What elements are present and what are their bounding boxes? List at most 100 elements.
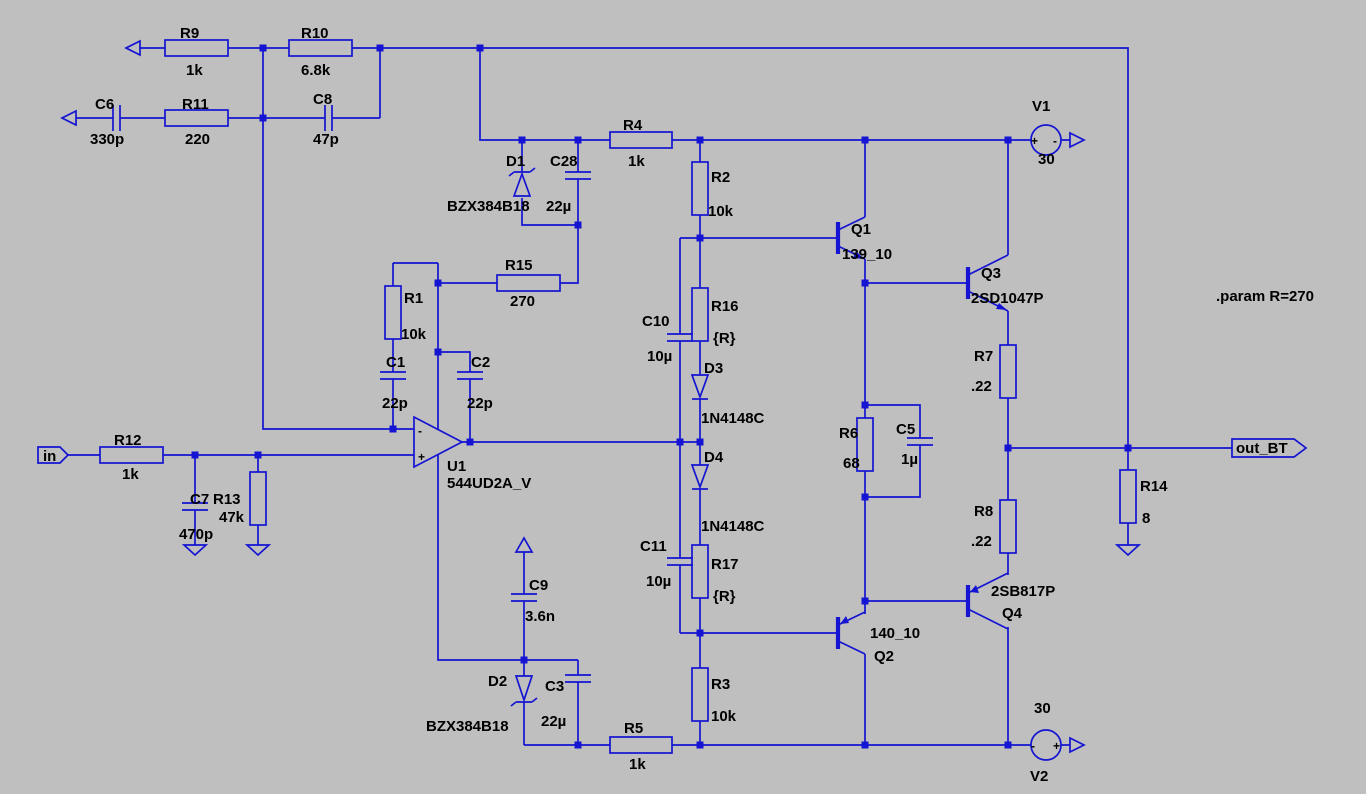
R13-value[interactable]: 47k xyxy=(219,509,245,526)
R8-value[interactable]: .22 xyxy=(971,533,992,550)
resistor-R17[interactable]: R17 {R} xyxy=(691,544,739,605)
pnp-transistor-Q4[interactable]: 2SB817P Q4 xyxy=(965,572,1055,630)
capacitor-C10[interactable]: C10 10µ xyxy=(642,313,693,365)
R7-value[interactable]: .22 xyxy=(971,378,992,395)
C8-value[interactable]: 47p xyxy=(313,131,339,148)
wires[interactable] xyxy=(68,47,1232,746)
C9-label[interactable]: C9 xyxy=(529,577,548,594)
R3-label[interactable]: R3 xyxy=(711,676,730,693)
R1-value[interactable]: 10k xyxy=(401,326,427,343)
port-flag-v1-right[interactable] xyxy=(1069,131,1086,149)
C7-label[interactable]: C7 xyxy=(190,491,209,508)
R16-value[interactable]: {R} xyxy=(713,330,736,347)
Q4-value[interactable]: 2SB817P xyxy=(991,583,1055,600)
R3-value[interactable]: 10k xyxy=(711,708,737,725)
C28-value[interactable]: 22µ xyxy=(546,198,571,215)
Q2-label[interactable]: Q2 xyxy=(874,648,894,665)
C6-label[interactable]: C6 xyxy=(95,96,114,113)
resistor-R4[interactable]: R4 1k xyxy=(609,117,673,170)
V1-value[interactable]: 30 xyxy=(1038,151,1055,168)
Q3-value[interactable]: 2SD1047P xyxy=(971,290,1044,307)
C1-value[interactable]: 22p xyxy=(382,395,408,412)
C11-label[interactable]: C11 xyxy=(640,538,667,555)
R2-label[interactable]: R2 xyxy=(711,169,730,186)
Q1-value[interactable]: 139_10 xyxy=(842,246,892,263)
D4-value[interactable]: 1N4148C xyxy=(701,518,765,535)
capacitor-C8[interactable]: C8 47p xyxy=(313,91,339,148)
C6-value[interactable]: 330p xyxy=(90,131,124,148)
output-port-label[interactable]: out_BT xyxy=(1236,440,1288,457)
D2-value[interactable]: BZX384B18 xyxy=(426,718,509,735)
resistor-R1[interactable]: R1 10k xyxy=(384,285,427,343)
input-port-label[interactable]: in xyxy=(43,448,56,465)
D4-label[interactable]: D4 xyxy=(704,449,724,466)
opamp-U1[interactable]: - + U1 544UD2A_V xyxy=(413,415,531,492)
capacitor-C3[interactable]: C3 22µ xyxy=(541,674,591,730)
U1-value[interactable]: 544UD2A_V xyxy=(447,475,531,492)
R6-label[interactable]: R6 xyxy=(839,425,858,442)
R12-label[interactable]: R12 xyxy=(114,432,142,449)
R10-label[interactable]: R10 xyxy=(301,25,329,42)
pnp-transistor-Q2[interactable]: 140_10 Q2 xyxy=(835,611,920,665)
voltage-source-V2[interactable]: - + 30 V2 xyxy=(1030,700,1062,785)
R9-label[interactable]: R9 xyxy=(180,25,199,42)
C3-value[interactable]: 22µ xyxy=(541,713,566,730)
R4-value[interactable]: 1k xyxy=(628,153,645,170)
V1-label[interactable]: V1 xyxy=(1032,98,1050,115)
D3-label[interactable]: D3 xyxy=(704,360,723,377)
R13-label[interactable]: R13 xyxy=(213,491,241,508)
R5-label[interactable]: R5 xyxy=(624,720,643,737)
R11-label[interactable]: R11 xyxy=(182,96,209,113)
resistor-R2[interactable]: R2 10k xyxy=(691,161,734,220)
R16-label[interactable]: R16 xyxy=(711,298,739,315)
resistor-R11[interactable]: R11 220 xyxy=(164,96,229,148)
ground-symbol-r13[interactable] xyxy=(244,544,272,557)
R17-value[interactable]: {R} xyxy=(713,588,736,605)
diode-D3[interactable]: D3 1N4148C xyxy=(690,360,765,427)
capacitor-C1[interactable]: C1 22p xyxy=(380,354,408,412)
C28-label[interactable]: C28 xyxy=(550,153,578,170)
capacitor-C2[interactable]: C2 22p xyxy=(457,354,493,412)
capacitor-C6[interactable]: C6 330p xyxy=(90,96,124,148)
input-port[interactable]: in xyxy=(37,446,70,465)
resistor-R5[interactable]: R5 1k xyxy=(609,720,673,773)
D2-label[interactable]: D2 xyxy=(488,673,507,690)
D3-value[interactable]: 1N4148C xyxy=(701,410,765,427)
R7-label[interactable]: R7 xyxy=(974,348,993,365)
capacitor-C28[interactable]: C28 22µ xyxy=(546,153,591,215)
capacitor-C7[interactable]: C7 470p xyxy=(179,491,213,543)
Q4-label[interactable]: Q4 xyxy=(1002,605,1023,622)
Q2-value[interactable]: 140_10 xyxy=(870,625,920,642)
spice-directive[interactable]: .param R=270 xyxy=(1216,288,1314,305)
zener-diode-D1[interactable]: D1 BZX384B18 xyxy=(447,153,536,215)
D1-label[interactable]: D1 xyxy=(506,153,525,170)
R4-label[interactable]: R4 xyxy=(623,117,643,134)
C10-label[interactable]: C10 xyxy=(642,313,670,330)
npn-transistor-Q1[interactable]: Q1 139_10 xyxy=(835,216,892,263)
Q3-label[interactable]: Q3 xyxy=(981,265,1001,282)
R6-value[interactable]: 68 xyxy=(843,455,860,472)
resistor-R16[interactable]: R16 {R} xyxy=(691,287,739,347)
resistor-R13[interactable]: R13 47k xyxy=(213,471,267,526)
npn-transistor-Q3[interactable]: Q3 2SD1047P xyxy=(965,254,1044,312)
diode-D4[interactable]: D4 1N4148C xyxy=(690,449,765,535)
C3-label[interactable]: C3 xyxy=(545,678,564,695)
R17-label[interactable]: R17 xyxy=(711,556,739,573)
V2-label[interactable]: V2 xyxy=(1030,768,1048,785)
R11-value[interactable]: 220 xyxy=(185,131,210,148)
resistor-R15[interactable]: R15 270 xyxy=(496,257,561,310)
output-port[interactable]: out_BT xyxy=(1231,438,1308,458)
resistor-R7[interactable]: R7 .22 xyxy=(971,344,1017,399)
C10-value[interactable]: 10µ xyxy=(647,348,672,365)
Q1-label[interactable]: Q1 xyxy=(851,221,871,238)
U1-label[interactable]: U1 xyxy=(447,458,466,475)
C11-value[interactable]: 10µ xyxy=(646,573,671,590)
resistor-R12[interactable]: R12 1k xyxy=(99,432,164,483)
R9-value[interactable]: 1k xyxy=(186,62,203,79)
R2-value[interactable]: 10k xyxy=(708,203,734,220)
R14-label[interactable]: R14 xyxy=(1140,478,1168,495)
D1-value[interactable]: BZX384B18 xyxy=(447,198,530,215)
R12-value[interactable]: 1k xyxy=(122,466,139,483)
resistor-R6[interactable]: R6 68 xyxy=(839,417,874,472)
resistor-R3[interactable]: R3 10k xyxy=(691,667,737,725)
